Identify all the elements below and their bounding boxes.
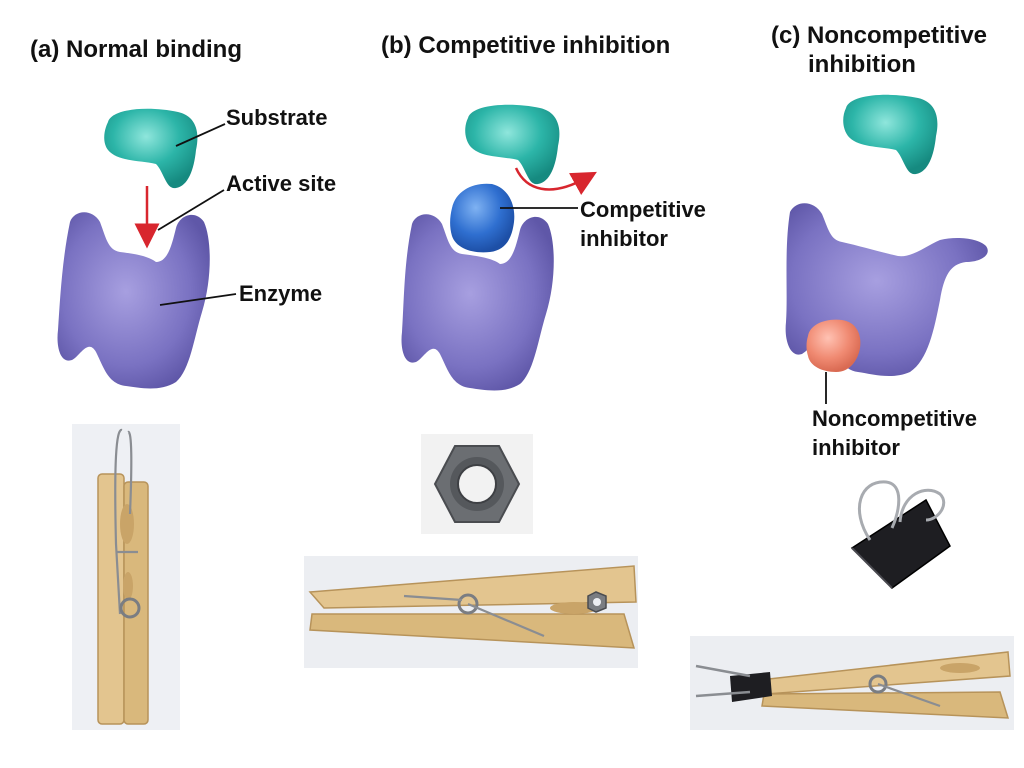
competitive-inhibitor-label-line2: inhibitor: [580, 226, 668, 251]
enzyme-label: Enzyme: [239, 281, 323, 306]
deflected-substrate-arrow: [514, 167, 597, 195]
panel-b-title: (b) Competitive inhibition: [381, 32, 671, 59]
clothespin-with-binder-clip-photo: [690, 636, 1014, 730]
active-site-label: Active site: [226, 171, 337, 196]
substrate-shape-b: [465, 104, 560, 185]
noncompetitive-inhibitor-label-line1: Noncompetitive: [812, 406, 978, 431]
competitive-inhibitor-shape: [450, 183, 515, 253]
substrate-shape-a: [104, 108, 198, 189]
panel-c-title-line2: inhibition: [808, 51, 916, 78]
noncompetitive-inhibitor-label-line2: inhibitor: [812, 435, 900, 460]
competitive-inhibitor-label-line1: Competitive: [580, 197, 706, 222]
binder-clip-photo: [830, 470, 960, 596]
vertical-clothespin-photo: [72, 424, 180, 730]
enzyme-diagram: [57, 94, 988, 404]
clothespin-with-nut-photo: [304, 556, 638, 668]
panel-a-title: (a) Normal binding: [30, 36, 242, 63]
noncompetitive-inhibitor-shape: [806, 319, 861, 372]
hex-nut-photo: [421, 434, 533, 534]
panel-c-title-line1: (c) Noncompetitive: [771, 22, 988, 49]
active-site-pointer: [157, 189, 225, 231]
substrate-shape-c: [843, 94, 938, 175]
enzyme-shape-b: [401, 214, 554, 391]
enzyme-shape-a: [57, 212, 210, 389]
substrate-label: Substrate: [226, 105, 328, 130]
enzyme-pointer: [159, 293, 237, 306]
substrate-pointer: [175, 123, 226, 147]
